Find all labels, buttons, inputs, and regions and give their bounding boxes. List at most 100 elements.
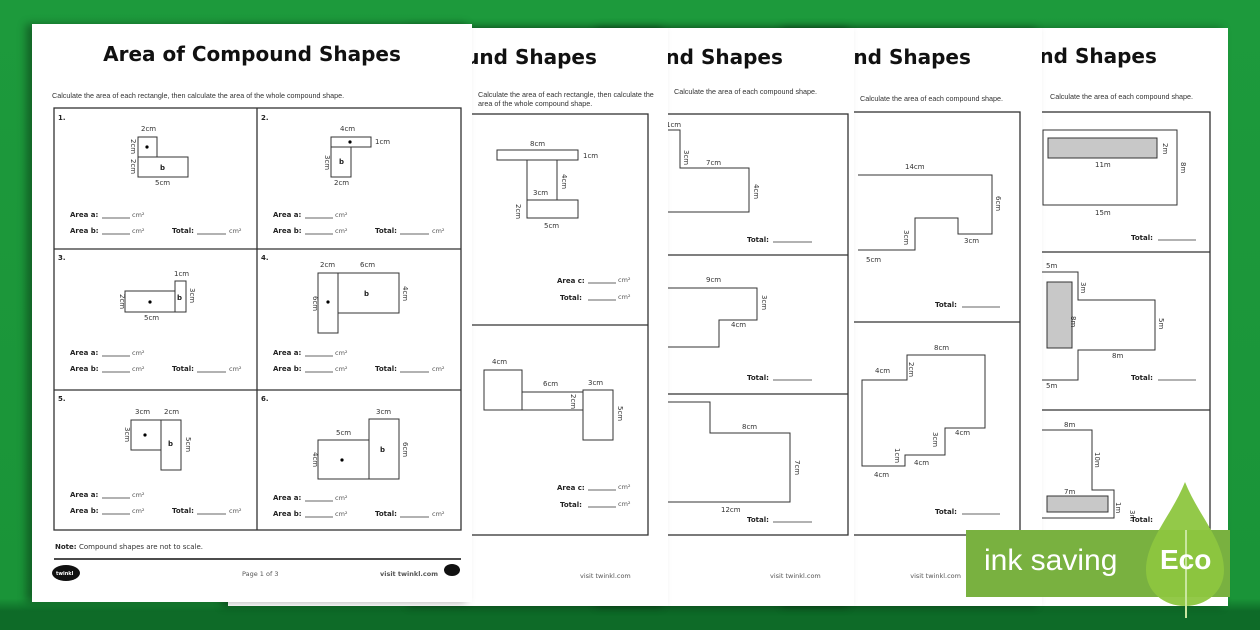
svg-text:Total:: Total: [747, 516, 769, 524]
svg-text:cm²: cm² [432, 510, 445, 518]
svg-text:Total:: Total: [375, 365, 397, 373]
svg-text:7m: 7m [1064, 488, 1075, 496]
svg-text:Total:: Total: [375, 227, 397, 235]
svg-text:Total:: Total: [935, 508, 957, 516]
svg-text:4.: 4. [261, 254, 269, 262]
svg-text:4cm: 4cm [311, 452, 319, 467]
svg-text:cm²: cm² [335, 365, 348, 373]
svg-text:5m: 5m [1157, 318, 1165, 329]
svg-text:cm²: cm² [335, 494, 348, 502]
svg-text:visit twinkl.com: visit twinkl.com [770, 572, 821, 580]
svg-text:cm²: cm² [432, 365, 445, 373]
svg-text:6cm: 6cm [401, 442, 409, 457]
worksheet-diagrams: 8cm 1cm 3cm 4cm 2cm 5cm Area c:cm² Total… [249, 113, 649, 580]
svg-text:1cm: 1cm [893, 448, 901, 463]
svg-text:3cm: 3cm [123, 427, 131, 442]
svg-text:cm²: cm² [335, 510, 348, 518]
question-5: 5. 3cm 2cm 3cm 5cm b [58, 395, 192, 471]
worksheet-diagrams: 2m 11m 8m 15m Total: 5m 3m 8m 5m 8m 5m T… [829, 111, 1211, 536]
svg-text:4cm: 4cm [752, 184, 760, 199]
svg-text:Area b:: Area b: [273, 510, 302, 518]
svg-text:visit twinkl.com: visit twinkl.com [580, 572, 631, 580]
svg-text:cm²: cm² [618, 293, 631, 301]
svg-text:Area b:: Area b: [70, 365, 99, 373]
instructions: Calculate the area of each compound shap… [1050, 92, 1194, 101]
svg-text:11m: 11m [1095, 161, 1111, 169]
svg-text:3cm: 3cm [376, 408, 391, 416]
svg-text:Area a:: Area a: [273, 494, 302, 502]
svg-text:b: b [364, 290, 369, 298]
svg-text:1cm: 1cm [666, 121, 681, 129]
svg-text:b: b [177, 294, 182, 302]
svg-text:b: b [380, 446, 385, 454]
svg-text:Total:: Total: [747, 374, 769, 382]
worksheet-diagrams: 1. 2cm 2cm 2cm 5cm b 2. 4cm 1cm 3cm 2cm … [52, 107, 462, 581]
svg-text:Area a:: Area a: [273, 211, 302, 219]
svg-text:b: b [160, 164, 165, 172]
svg-text:b: b [168, 440, 173, 448]
svg-text:5cm: 5cm [155, 179, 170, 187]
svg-text:cm²: cm² [229, 507, 242, 515]
svg-text:3cm: 3cm [135, 408, 150, 416]
instructions: Calculate the area of each rectangle, th… [478, 90, 654, 108]
svg-text:cm²: cm² [132, 365, 145, 373]
svg-text:Area c:: Area c: [557, 484, 585, 492]
svg-text:7cm: 7cm [793, 460, 801, 475]
svg-text:Total:: Total: [560, 294, 582, 302]
svg-text:Total:: Total: [375, 510, 397, 518]
svg-text:3cm: 3cm [188, 288, 196, 303]
svg-text:4cm: 4cm [731, 321, 746, 329]
eco-leaf-drop-icon [1146, 482, 1224, 618]
svg-text:5cm: 5cm [336, 429, 351, 437]
svg-text:cm²: cm² [132, 491, 145, 499]
svg-text:7cm: 7cm [706, 159, 721, 167]
note-label: Note: [55, 543, 77, 551]
svg-text:Total:: Total: [172, 365, 194, 373]
svg-text:8cm: 8cm [742, 423, 757, 431]
svg-text:3cm: 3cm [902, 230, 910, 245]
svg-text:Area b:: Area b: [70, 227, 99, 235]
svg-text:4cm: 4cm [560, 174, 568, 189]
page-title: Area of Compound Shapes [103, 42, 401, 66]
svg-text:2cm: 2cm [907, 362, 915, 377]
svg-text:2cm: 2cm [118, 294, 126, 309]
svg-text:visit twinkl.com: visit twinkl.com [910, 572, 961, 580]
worksheet-diagrams: 1cm 3cm 7cm 4cm Total: 9cm 3cm 4cm Total… [451, 113, 849, 580]
svg-text:cm²: cm² [132, 349, 145, 357]
svg-text:cm²: cm² [132, 227, 145, 235]
svg-text:Total:: Total: [1131, 374, 1153, 382]
svg-text:5cm: 5cm [616, 406, 624, 421]
svg-text:Area b:: Area b: [273, 227, 302, 235]
svg-text:5m: 5m [1046, 262, 1057, 270]
svg-text:3cm: 3cm [588, 379, 603, 387]
svg-text:Total:: Total: [935, 301, 957, 309]
answer-rows: Area a: cm² Area b: cm² Total: cm² Area a: c… [70, 211, 445, 518]
svg-text:Area a:: Area a: [70, 349, 99, 357]
eco-label: Eco [1160, 544, 1212, 575]
svg-text:8m: 8m [1064, 421, 1075, 429]
svg-text:2cm: 2cm [141, 125, 156, 133]
svg-text:2cm: 2cm [129, 159, 137, 174]
svg-text:6cm: 6cm [994, 196, 1002, 211]
svg-text:5cm: 5cm [866, 256, 881, 264]
svg-text:Area a:: Area a: [273, 349, 302, 357]
svg-text:Total:: Total: [1131, 516, 1153, 524]
question-1: 1. 2cm 2cm 2cm 5cm b [58, 114, 189, 187]
svg-text:3cm: 3cm [533, 189, 548, 197]
svg-text:Total:: Total: [172, 227, 194, 235]
svg-text:5cm: 5cm [144, 314, 159, 322]
svg-text:4cm: 4cm [492, 358, 507, 366]
svg-text:cm²: cm² [618, 500, 631, 508]
svg-text:3cm: 3cm [323, 155, 331, 170]
svg-text:Total:: Total: [172, 507, 194, 515]
svg-text:15m: 15m [1095, 209, 1111, 217]
page-number: Page 1 of 3 [242, 570, 278, 578]
svg-text:cm²: cm² [132, 507, 145, 515]
svg-text:1cm: 1cm [583, 152, 598, 160]
question-4: 4. 2cm 6cm 6cm 4cm b [261, 254, 409, 334]
svg-text:12cm: 12cm [721, 506, 741, 514]
svg-text:8cm: 8cm [934, 344, 949, 352]
svg-text:2.: 2. [261, 114, 269, 122]
note-text: Compound shapes are not to scale. [79, 543, 203, 551]
svg-text:2cm: 2cm [320, 261, 335, 269]
